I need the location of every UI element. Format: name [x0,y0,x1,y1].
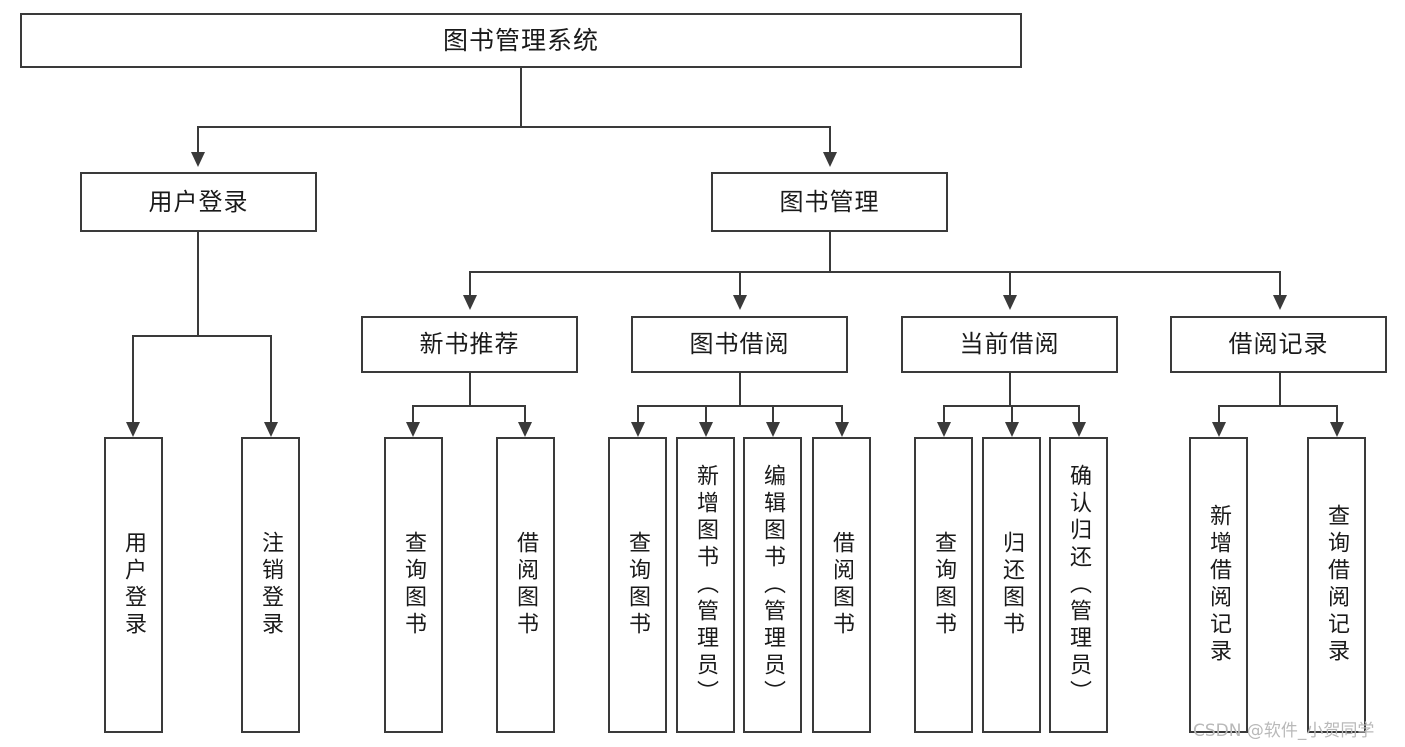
node-current-borrow[interactable]: 当前借阅 [901,316,1118,373]
connector-book-borrow-stem [739,373,741,406]
connector-book-manage-to-borrow-record [1279,271,1281,296]
leaf-borrow-record-query[interactable]: 查询借阅记录 [1307,437,1366,733]
connector-book-borrow-leaf-1 [637,405,639,423]
leaf-new-book-borrow[interactable]: 借阅图书 [496,437,555,733]
leaf-label: 查询借阅记录 [1324,504,1350,666]
arrow-root-to-book-manage [823,152,837,167]
connector-book-manage-to-book-borrow [739,271,741,296]
connector-borrow-record-leaf-1 [1218,405,1220,423]
leaf-user-login-login[interactable]: 用户登录 [104,437,163,733]
node-borrow-record[interactable]: 借阅记录 [1170,316,1387,373]
arrow-book-manage-to-current-borrow [1003,295,1017,310]
leaf-current-borrow-return[interactable]: 归还图书 [982,437,1041,733]
arrow-book-manage-to-borrow-record [1273,295,1287,310]
arrow-new-book-leaf-1 [406,422,420,437]
leaf-borrow-record-add[interactable]: 新增借阅记录 [1189,437,1248,733]
node-book-borrow[interactable]: 图书借阅 [631,316,848,373]
leaf-label: 确认归还（管理员） [1066,463,1092,707]
leaf-current-borrow-confirm[interactable]: 确认归还（管理员） [1049,437,1108,733]
connector-book-borrow-bus [637,405,842,407]
arrow-new-book-leaf-2 [518,422,532,437]
leaf-label: 借阅图书 [829,531,855,639]
connector-root-to-book-manage [829,126,831,153]
connector-user-login-leaf-1 [132,335,134,423]
connector-current-borrow-leaf-1 [943,405,945,423]
connector-book-borrow-leaf-2 [705,405,707,423]
csdn-watermark: CSDN @软件_小贺同学 [1193,721,1375,741]
node-book-management[interactable]: 图书管理 [711,172,948,232]
arrow-book-borrow-leaf-2 [699,422,713,437]
arrow-book-borrow-leaf-4 [835,422,849,437]
connector-borrow-record-stem [1279,373,1281,406]
arrow-borrow-record-leaf-2 [1330,422,1344,437]
arrow-current-borrow-leaf-3 [1072,422,1086,437]
connector-new-book-leaf-1 [412,405,414,423]
arrow-book-manage-to-new-book [463,295,477,310]
leaf-label: 查询图书 [625,531,651,639]
arrow-book-borrow-leaf-1 [631,422,645,437]
connector-root-stem [520,67,522,127]
leaf-label: 查询图书 [401,531,427,639]
connector-root-bus [197,126,830,128]
leaf-label: 归还图书 [999,531,1025,639]
connector-book-borrow-leaf-3 [772,405,774,423]
leaf-book-borrow-add[interactable]: 新增图书（管理员） [676,437,735,733]
leaf-label: 用户登录 [121,531,147,639]
connector-current-borrow-leaf-2 [1011,405,1013,423]
leaf-label: 借阅图书 [513,531,539,639]
arrow-borrow-record-leaf-1 [1212,422,1226,437]
connector-user-login-stem [197,232,199,336]
arrow-root-to-user-login [191,152,205,167]
connector-book-manage-to-current-borrow [1009,271,1011,296]
arrow-user-login-leaf-1 [126,422,140,437]
leaf-label: 查询图书 [931,531,957,639]
node-root-system[interactable]: 图书管理系统 [20,13,1022,68]
connector-book-manage-bus [469,271,1281,273]
leaf-book-borrow-edit[interactable]: 编辑图书（管理员） [743,437,802,733]
leaf-label: 编辑图书（管理员） [760,463,786,707]
leaf-label: 注销登录 [258,531,284,639]
connector-borrow-record-leaf-2 [1336,405,1338,423]
connector-current-borrow-stem [1009,373,1011,406]
connector-book-manage-to-new-book [469,271,471,296]
arrow-book-borrow-leaf-3 [766,422,780,437]
connector-borrow-record-bus [1218,405,1338,407]
node-user-login[interactable]: 用户登录 [80,172,317,232]
node-new-book-recommend[interactable]: 新书推荐 [361,316,578,373]
leaf-user-login-logout[interactable]: 注销登录 [241,437,300,733]
connector-book-borrow-leaf-4 [841,405,843,423]
leaf-new-book-query[interactable]: 查询图书 [384,437,443,733]
leaf-book-borrow-query[interactable]: 查询图书 [608,437,667,733]
connector-new-book-stem [469,373,471,406]
leaf-book-borrow-borrow[interactable]: 借阅图书 [812,437,871,733]
connector-book-manage-stem [829,232,831,272]
connector-user-login-bus [132,335,272,337]
connector-current-borrow-leaf-3 [1078,405,1080,423]
leaf-current-borrow-query[interactable]: 查询图书 [914,437,973,733]
arrow-user-login-leaf-2 [264,422,278,437]
leaf-label: 新增借阅记录 [1206,504,1232,666]
arrow-current-borrow-leaf-2 [1005,422,1019,437]
connector-user-login-leaf-2 [270,335,272,423]
arrow-book-manage-to-book-borrow [733,295,747,310]
leaf-label: 新增图书（管理员） [693,463,719,707]
connector-new-book-leaf-2 [524,405,526,423]
connector-new-book-bus [412,405,526,407]
arrow-current-borrow-leaf-1 [937,422,951,437]
connector-root-to-user-login [197,126,199,153]
